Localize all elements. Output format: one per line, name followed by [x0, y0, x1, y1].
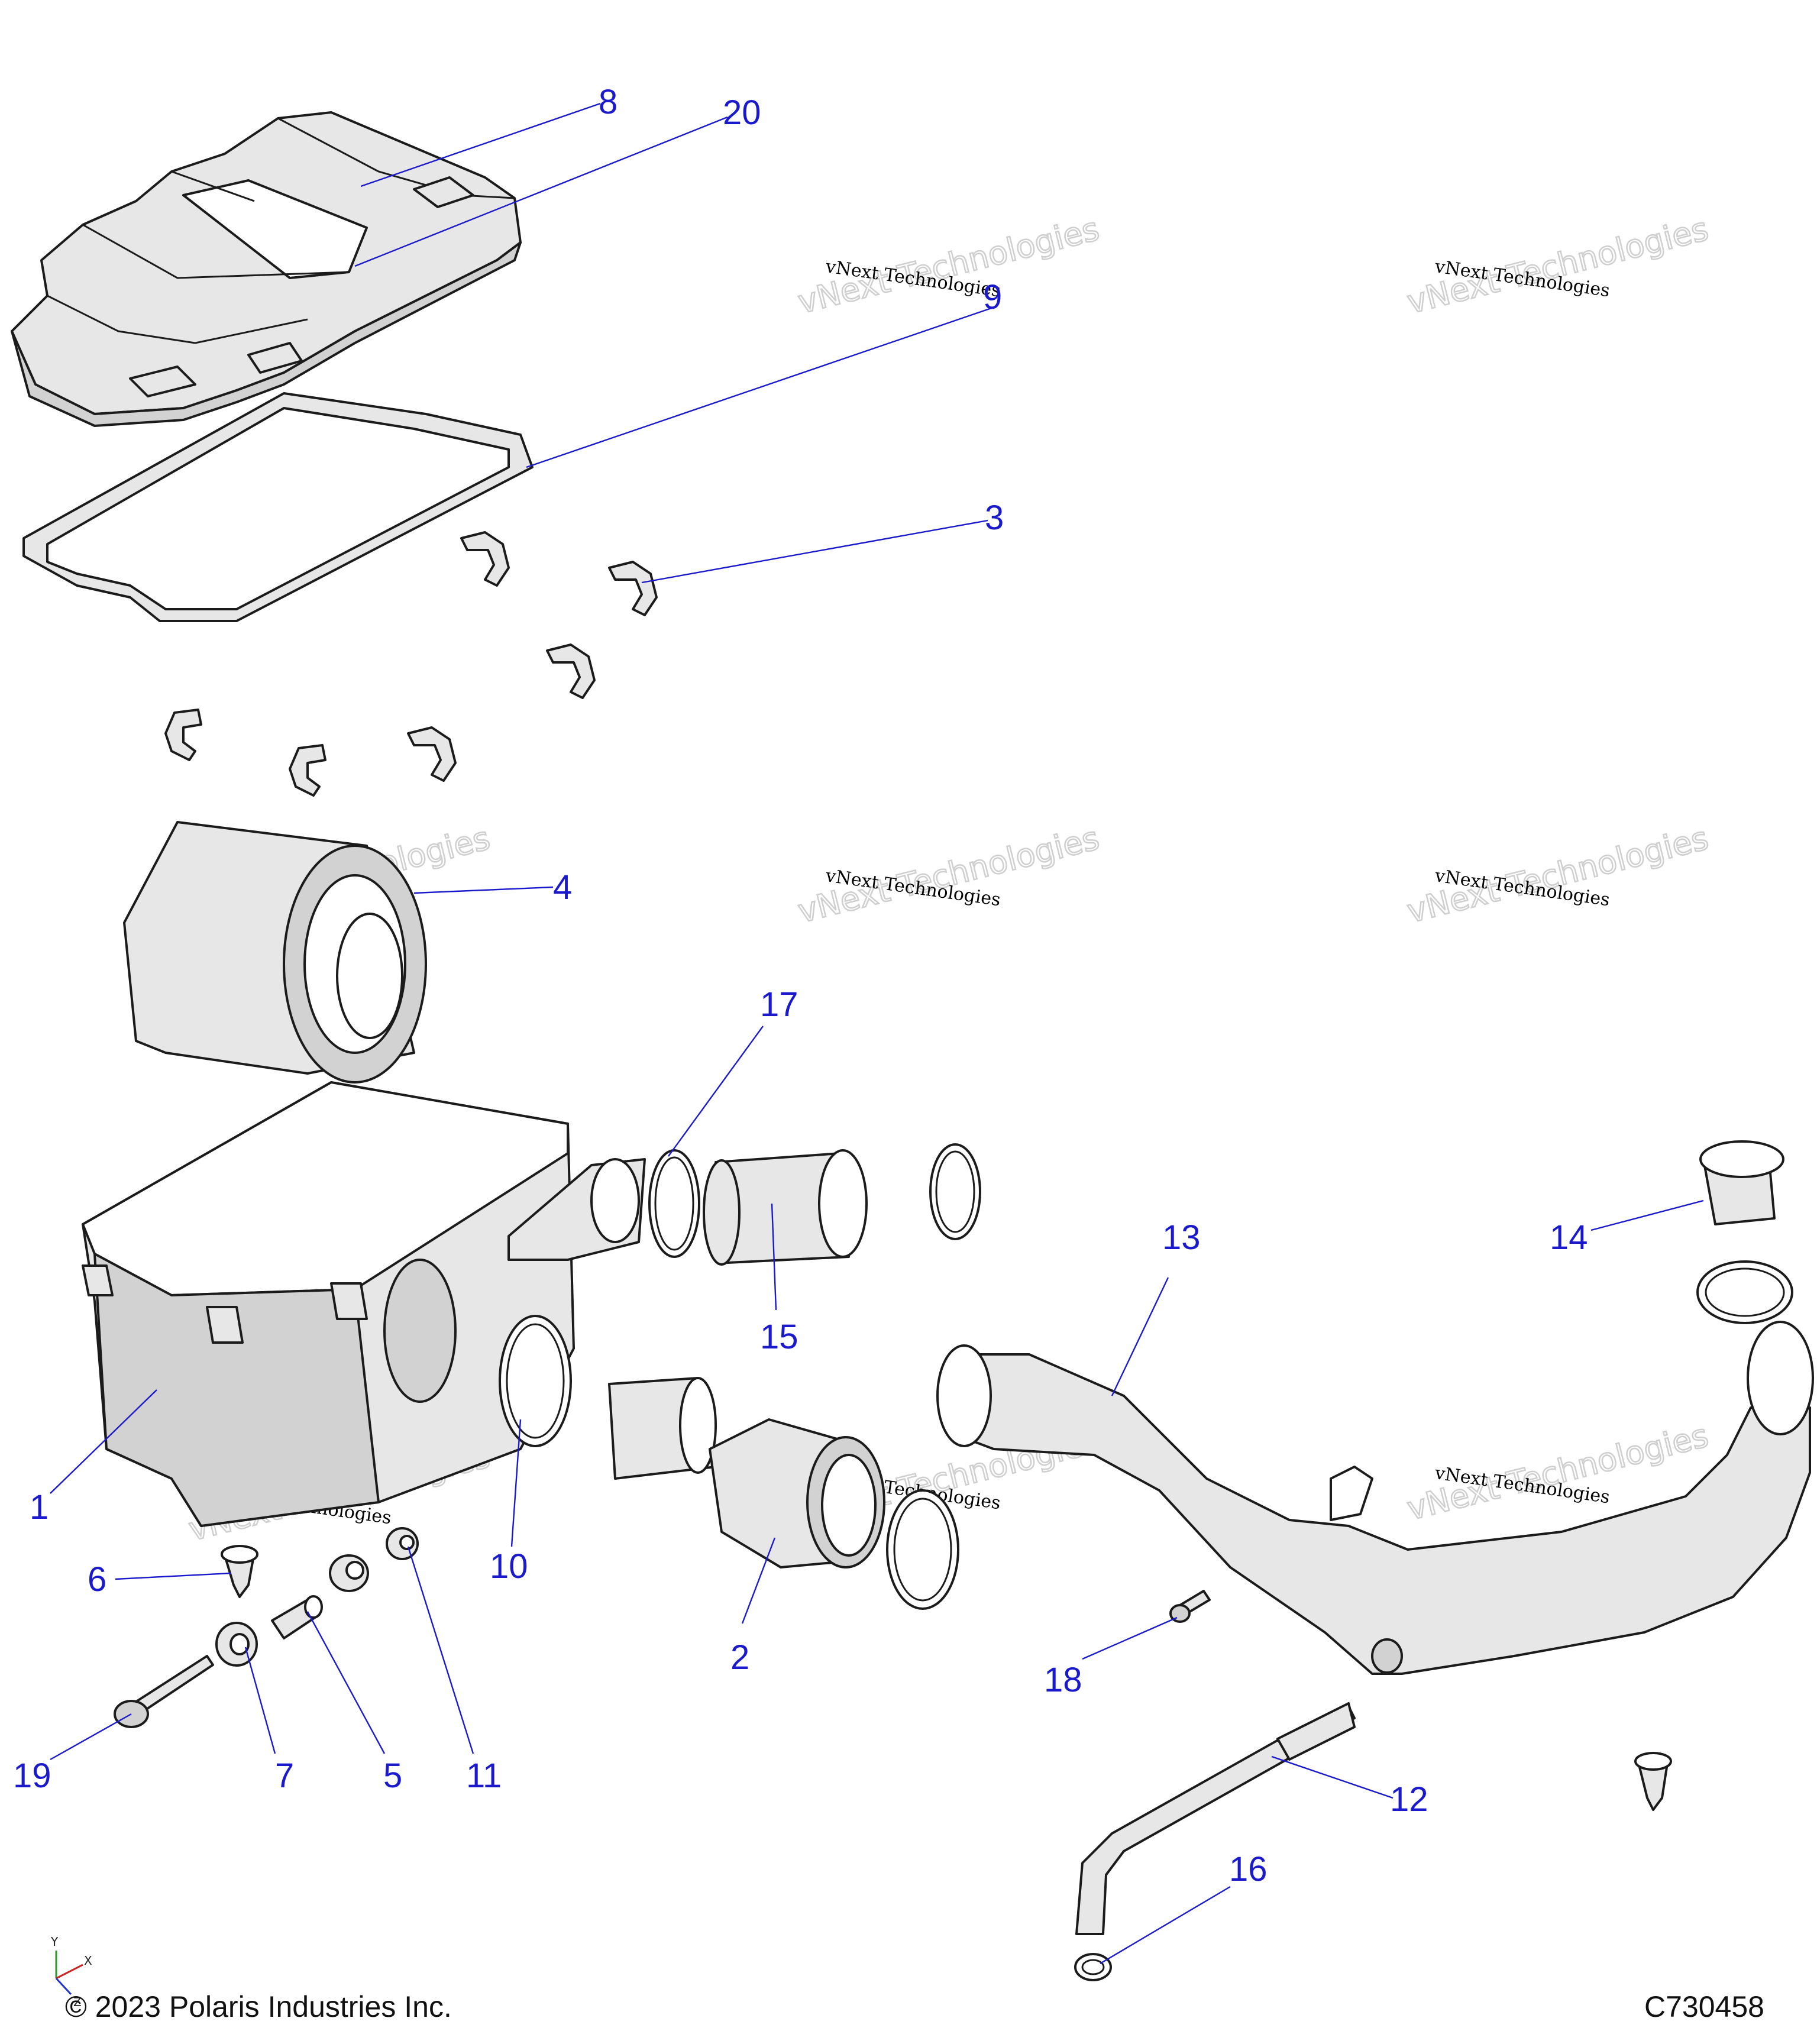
callout-20[interactable]: 20: [723, 93, 761, 132]
leader-12: [1271, 1755, 1394, 1799]
callout-17[interactable]: 17: [760, 985, 798, 1024]
small-clamp: [1074, 1953, 1112, 1981]
clamp: [929, 1143, 981, 1240]
airbox-base: [82, 1081, 646, 1527]
leader-3: [641, 519, 988, 584]
axis-z-label: Z: [73, 1995, 82, 2009]
callout-15[interactable]: 15: [760, 1318, 798, 1356]
callout-11[interactable]: 11: [466, 1757, 502, 1795]
leader-15: [771, 1203, 777, 1311]
airbox-cover: [11, 111, 522, 427]
lower-clamp-sleeve: [499, 1315, 717, 1480]
callout-7[interactable]: 7: [275, 1757, 294, 1795]
leader-10: [510, 1419, 522, 1547]
screw: [1169, 1590, 1211, 1623]
spacer: [271, 1595, 323, 1639]
leader-1: [50, 1389, 157, 1494]
callout-19[interactable]: 19: [13, 1757, 51, 1795]
intake-duct: [936, 1321, 1814, 1675]
clamp: [648, 1149, 700, 1258]
leader-2: [741, 1537, 776, 1624]
axis-triad: Y X Z: [50, 1935, 92, 2009]
leader-11: [407, 1546, 474, 1754]
callout-2[interactable]: 2: [730, 1638, 749, 1677]
watermark: vNext Technologies vNext Technologies: [794, 209, 1104, 322]
air-filter: [123, 821, 427, 1084]
watermark: vNext Technologies vNext Technologies: [1403, 209, 1713, 322]
callout-8[interactable]: 8: [599, 83, 617, 121]
leader-9: [526, 305, 997, 468]
leader-6: [115, 1572, 231, 1580]
leader-7: [244, 1647, 276, 1754]
axis-y-label: Y: [50, 1935, 59, 1949]
duct-cap: [1696, 1140, 1793, 1324]
callout-10[interactable]: 10: [490, 1547, 528, 1586]
pushpin: [221, 1545, 258, 1598]
callout-13[interactable]: 13: [1162, 1218, 1201, 1257]
leader-4: [413, 886, 554, 894]
clips: [164, 531, 658, 797]
leader-14: [1590, 1199, 1704, 1231]
clip: [289, 744, 326, 797]
grommet: [386, 1527, 419, 1560]
callout-12[interactable]: 12: [1390, 1780, 1428, 1819]
drain-tube: [1075, 1702, 1356, 1935]
leader-17: [668, 1026, 764, 1157]
airbox-gasket: [22, 392, 534, 622]
clip: [608, 561, 658, 616]
upper-clamps: [648, 1143, 981, 1258]
callout-3[interactable]: 3: [985, 499, 1004, 537]
clip: [164, 709, 202, 761]
drawing-id: C730458: [1644, 1990, 1764, 2023]
bolt: [114, 1655, 214, 1728]
washer: [215, 1622, 258, 1667]
leader-5: [306, 1611, 386, 1754]
intake-boot: [709, 1418, 959, 1610]
callout-14[interactable]: 14: [1550, 1218, 1588, 1257]
callout-1[interactable]: 1: [30, 1488, 49, 1526]
leader-lines: [50, 102, 1704, 1965]
leader-8: [360, 102, 601, 187]
pushpin: [1634, 1752, 1672, 1811]
callout-6[interactable]: 6: [88, 1560, 106, 1599]
callout-16[interactable]: 16: [1229, 1850, 1268, 1888]
leader-19: [50, 1713, 132, 1761]
callout-5[interactable]: 5: [383, 1757, 402, 1795]
leader-13: [1111, 1277, 1169, 1396]
leader-16: [1100, 1885, 1231, 1965]
leader-20: [354, 116, 728, 267]
callout-9[interactable]: 9: [983, 278, 1002, 316]
clip: [460, 531, 510, 587]
copyright-text: © 2023 Polaris Industries Inc.: [65, 1990, 452, 2023]
clip: [407, 726, 457, 782]
callout-4[interactable]: 4: [553, 868, 572, 907]
callout-18[interactable]: 18: [1044, 1661, 1082, 1699]
clip: [546, 643, 596, 699]
grommet: [329, 1554, 369, 1592]
watermark: vNext Technologies vNext Technologies: [794, 819, 1104, 931]
axis-x-label: X: [84, 1954, 92, 1968]
watermark: vNext Technologies vNext Technologies: [1403, 819, 1713, 931]
coupler: [703, 1149, 868, 1266]
callout-labels: 8 20 9 3 4 17 15 13 14 1 10 2 6 18 19 7 …: [13, 83, 1588, 1888]
leader-18: [1082, 1616, 1178, 1660]
